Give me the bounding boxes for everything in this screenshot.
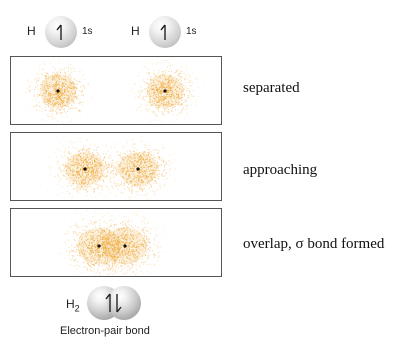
molecule-formula: H2 xyxy=(66,297,80,313)
nucleus-dot xyxy=(83,167,87,171)
stage-caption-overlap: overlap, σ bond formed xyxy=(243,236,385,252)
nucleus-dot xyxy=(97,244,101,248)
electron-cloud-overlap xyxy=(50,209,199,276)
electron-cloud-approaching xyxy=(34,133,189,200)
stage-caption-approaching: approaching xyxy=(243,162,318,178)
molecule-formula-sub: 2 xyxy=(74,303,80,314)
stage-panel-approaching xyxy=(10,132,222,201)
nucleus-dot xyxy=(163,89,167,93)
spin-up-arrow-icon xyxy=(56,24,62,40)
nucleus-dot xyxy=(56,89,60,93)
bonded-orbitals-icon xyxy=(87,286,141,320)
orbital-label: 1s xyxy=(186,26,197,37)
nucleus-dot xyxy=(136,167,140,171)
atom-symbol: H xyxy=(131,24,140,38)
atom-symbol: H xyxy=(27,24,36,38)
stage-caption-separated: separated xyxy=(243,80,300,96)
stage-panel-separated xyxy=(10,56,222,125)
molecule-formula-base: H xyxy=(66,297,75,311)
orbital-label: 1s xyxy=(82,26,93,37)
spin-up-arrow-icon xyxy=(160,24,166,40)
orbital-sphere xyxy=(149,16,181,48)
nucleus-dot xyxy=(123,244,127,248)
molecule-caption: Electron-pair bond xyxy=(60,325,150,337)
stage-panel-overlap xyxy=(10,208,222,277)
orbital-sphere xyxy=(45,16,77,48)
electron-cloud-separated xyxy=(17,57,205,124)
